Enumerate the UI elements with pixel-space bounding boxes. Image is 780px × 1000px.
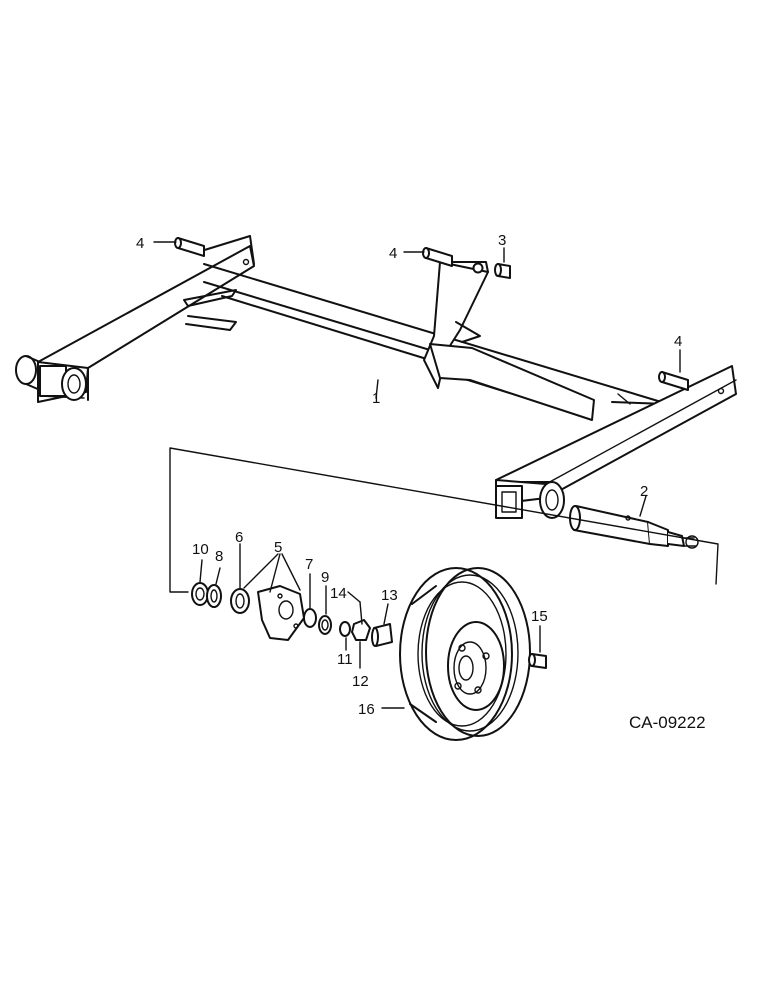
callout-9: 9 [321, 569, 329, 586]
spindle [569, 505, 699, 549]
callout-5: 5 [274, 539, 282, 556]
callout-7: 7 [305, 556, 313, 573]
detail-box [169, 447, 719, 593]
callout-2: 2 [640, 483, 648, 500]
callout-3: 3 [498, 232, 506, 249]
drawing-code: CA-09222 [629, 713, 706, 732]
callout-12: 12 [352, 673, 369, 690]
leader-lines [153, 241, 681, 709]
callout-4-left: 4 [136, 235, 144, 252]
callout-14: 14 [330, 585, 347, 602]
callout-1: 1 [372, 390, 380, 407]
callout-10: 10 [192, 541, 209, 558]
callout-4-right: 4 [674, 333, 682, 350]
callouts: 4 4 3 4 1 2 10 8 6 5 7 9 14 13 11 12 15 … [136, 232, 706, 732]
wheel [399, 567, 531, 741]
callout-4-center: 4 [389, 245, 397, 262]
hub-assembly [191, 582, 393, 647]
callout-13: 13 [381, 587, 398, 604]
callout-16: 16 [358, 701, 375, 718]
pins [174, 237, 689, 391]
callout-8: 8 [215, 548, 223, 565]
wheel-bolt [528, 653, 547, 669]
callout-15: 15 [531, 608, 548, 625]
axle-frame [15, 235, 737, 519]
callout-6: 6 [235, 529, 243, 546]
callout-11: 11 [337, 651, 353, 668]
